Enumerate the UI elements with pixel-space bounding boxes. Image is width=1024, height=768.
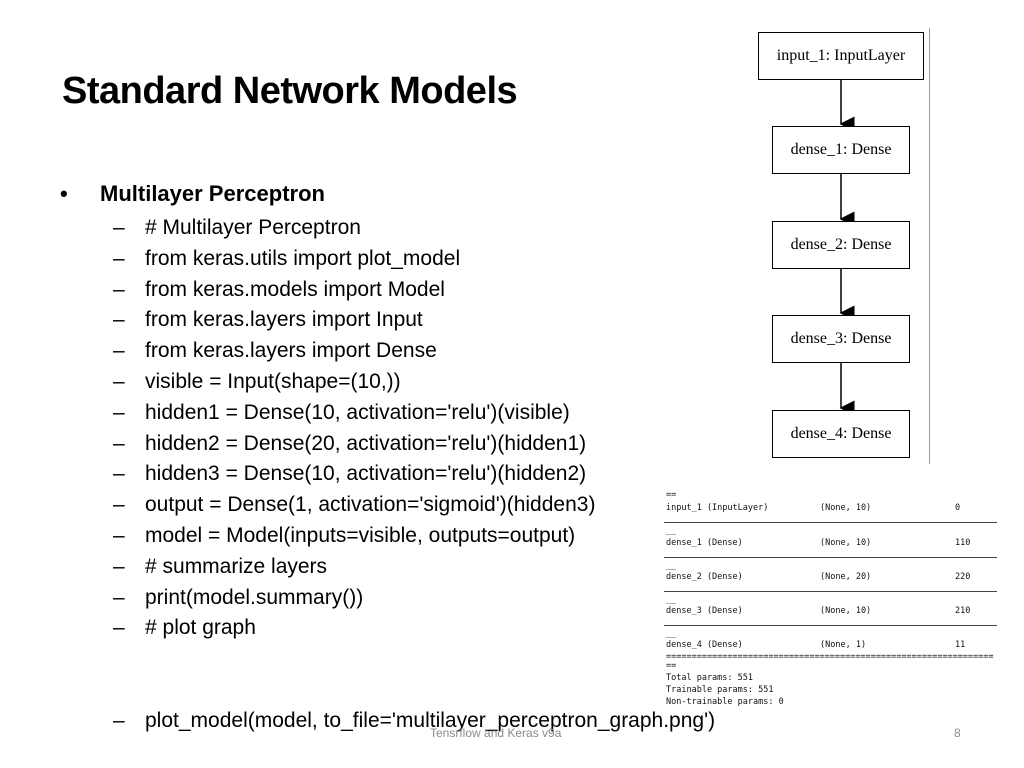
summary-layer-name: dense_4 (Dense) xyxy=(666,640,743,650)
dash-symbol: – xyxy=(113,554,125,578)
graph-node: input_1: InputLayer xyxy=(758,32,924,80)
code-line: –from keras.utils import plot_model xyxy=(113,244,595,275)
code-line: –output = Dense(1, activation='sigmoid')… xyxy=(113,490,595,521)
summary-output-shape: (None, 20) xyxy=(820,572,872,582)
code-line: –# Multilayer Perceptron xyxy=(113,213,595,244)
code-line-text: model = Model(inputs=visible, outputs=ou… xyxy=(145,523,576,547)
code-line: –# summarize layers xyxy=(113,552,595,583)
summary-output-shape: (None, 10) xyxy=(820,606,872,616)
code-line: –from keras.models import Model xyxy=(113,275,595,306)
summary-trainable-params: Trainable params: 551 xyxy=(666,685,774,695)
summary-marker: __ xyxy=(666,629,677,639)
code-line-text: # Multilayer Perceptron xyxy=(145,216,361,239)
code-line-text: # summarize layers xyxy=(145,554,328,578)
code-line: –# plot graph xyxy=(113,613,595,644)
dash-symbol: – xyxy=(113,585,125,609)
bullet-heading: Multilayer Perceptron xyxy=(100,181,325,206)
code-line: –hidden3 = Dense(10, activation='relu')(… xyxy=(113,459,595,490)
code-line: –from keras.layers import Input xyxy=(113,305,595,336)
page-number: 8 xyxy=(954,726,961,740)
summary-layer-name: input_1 (InputLayer) xyxy=(666,503,769,513)
slide-title: Standard Network Models xyxy=(62,70,518,112)
summary-row-rule xyxy=(664,557,997,558)
summary-param-count: 0 xyxy=(955,503,961,513)
dash-symbol: – xyxy=(113,216,125,239)
dash-symbol: – xyxy=(113,308,125,332)
graph-node: dense_4: Dense xyxy=(772,410,910,458)
summary-param-count: 11 xyxy=(955,640,966,650)
dash-symbol: – xyxy=(113,616,125,640)
summary-double-rule: ========================================… xyxy=(666,652,994,662)
graph-node: dense_1: Dense xyxy=(772,126,910,174)
summary-output-shape: (None, 1) xyxy=(820,640,867,650)
code-line-text: # plot graph xyxy=(145,616,256,640)
code-list: –# Multilayer Perceptron–from keras.util… xyxy=(113,213,595,644)
summary-row-rule xyxy=(664,625,997,626)
summary-row-rule xyxy=(664,522,997,523)
summary-marker: == xyxy=(666,490,677,500)
dash-symbol: – xyxy=(113,431,125,455)
code-line: –from keras.layers import Dense xyxy=(113,336,595,367)
code-line-text: hidden3 = Dense(10, activation='relu')(h… xyxy=(145,462,587,486)
summary-marker: __ xyxy=(666,595,677,605)
dash-symbol: – xyxy=(113,277,125,301)
summary-non-trainable-params: Non-trainable params: 0 xyxy=(666,697,784,707)
code-line-text: from keras.models import Model xyxy=(145,277,445,301)
code-line: –hidden1 = Dense(10, activation='relu')(… xyxy=(113,398,595,429)
code-line: –visible = Input(shape=(10,)) xyxy=(113,367,595,398)
summary-layer-name: dense_1 (Dense) xyxy=(666,538,743,548)
dash-symbol: – xyxy=(113,369,125,393)
code-line-text: from keras.utils import plot_model xyxy=(145,246,461,270)
dash-symbol: – xyxy=(113,339,125,363)
graph-node: dense_2: Dense xyxy=(772,221,910,269)
code-line-text: hidden2 = Dense(20, activation='relu')(h… xyxy=(145,431,587,455)
graph-divider xyxy=(929,28,930,464)
footer-text: Tensrflow and Keras v9a xyxy=(430,726,562,740)
summary-layer-name: dense_3 (Dense) xyxy=(666,606,743,616)
code-line: –print(model.summary()) xyxy=(113,583,595,614)
summary-marker: __ xyxy=(666,561,677,571)
summary-param-count: 210 xyxy=(955,606,971,616)
code-line-text: hidden1 = Dense(10, activation='relu')(v… xyxy=(145,400,570,424)
dash-symbol: – xyxy=(113,709,125,732)
summary-total-params: Total params: 551 xyxy=(666,673,753,683)
code-line-text: from keras.layers import Input xyxy=(145,308,423,332)
summary-output-shape: (None, 10) xyxy=(820,538,872,548)
dash-symbol: – xyxy=(113,462,125,486)
model-summary-output: ==input_1 (InputLayer)(None, 10)0__dense… xyxy=(664,489,1001,711)
code-line-text: print(model.summary()) xyxy=(145,585,364,609)
summary-param-count: 220 xyxy=(955,572,971,582)
graph-node: dense_3: Dense xyxy=(772,315,910,363)
dash-symbol: – xyxy=(113,493,125,517)
dash-symbol: – xyxy=(113,523,125,547)
dash-symbol: – xyxy=(113,400,125,424)
summary-layer-name: dense_2 (Dense) xyxy=(666,572,743,582)
bullet-heading-item: • Multilayer Perceptron xyxy=(60,181,325,207)
summary-row-rule xyxy=(664,591,997,592)
code-line-text: plot_model(model, to_file='multilayer_pe… xyxy=(145,709,716,732)
code-line-text: visible = Input(shape=(10,)) xyxy=(145,369,401,393)
summary-marker: == xyxy=(666,661,677,671)
code-line: –hidden2 = Dense(20, activation='relu')(… xyxy=(113,429,595,460)
summary-marker: __ xyxy=(666,526,677,536)
code-line: –model = Model(inputs=visible, outputs=o… xyxy=(113,521,595,552)
dash-symbol: – xyxy=(113,246,125,270)
code-line-text: from keras.layers import Dense xyxy=(145,339,437,363)
code-line-text: output = Dense(1, activation='sigmoid')(… xyxy=(145,493,596,517)
summary-param-count: 110 xyxy=(955,538,971,548)
summary-output-shape: (None, 10) xyxy=(820,503,872,513)
code-line-plot-model: –plot_model(model, to_file='multilayer_p… xyxy=(113,706,715,736)
bullet-symbol: • xyxy=(60,181,68,206)
